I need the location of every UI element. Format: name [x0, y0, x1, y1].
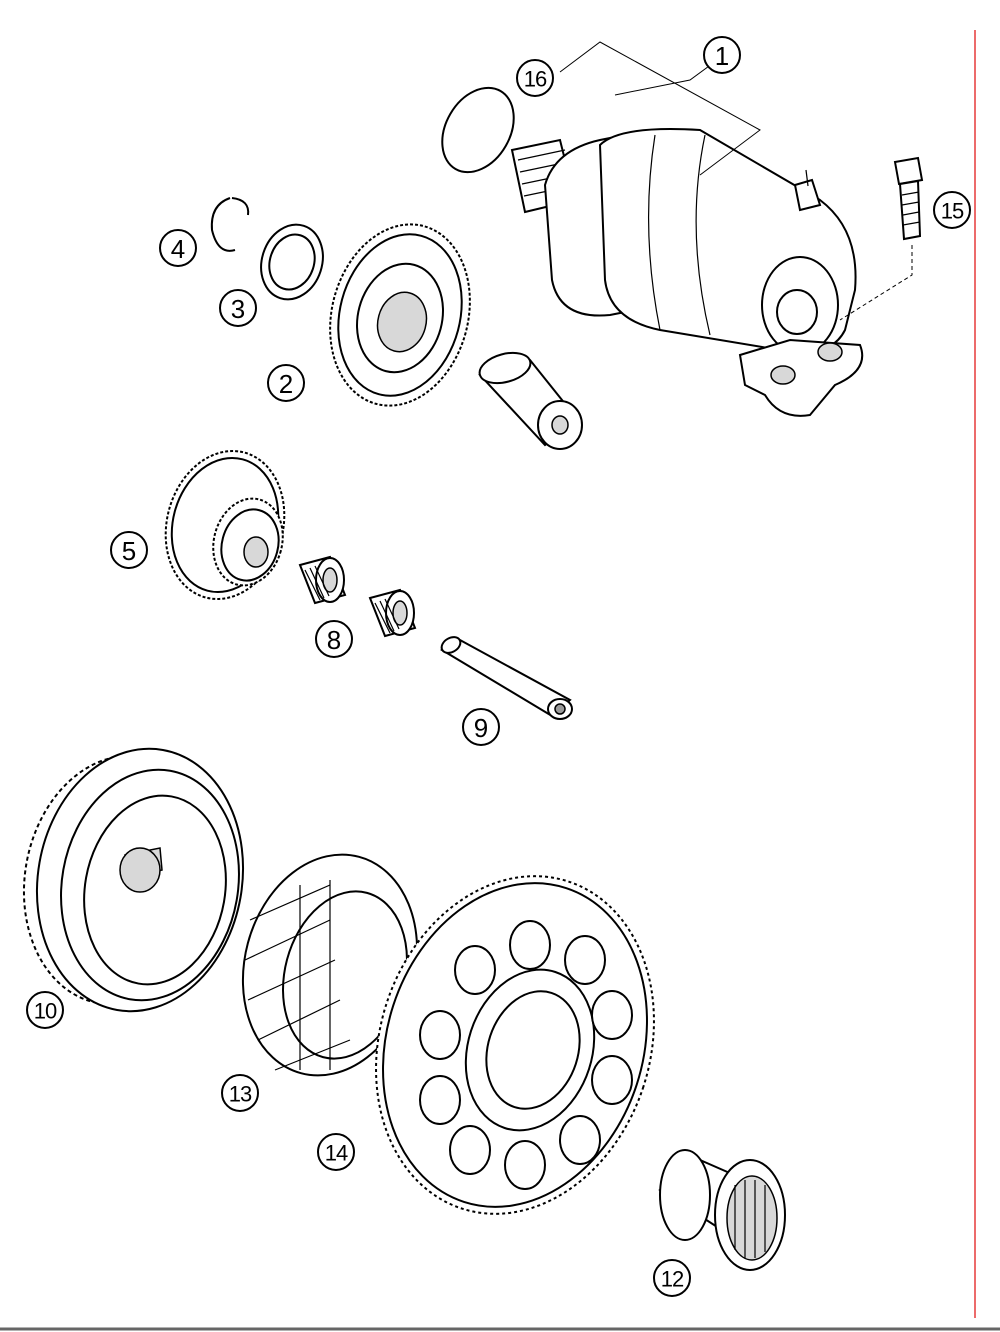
callout-1-label: 1 [715, 41, 729, 71]
callout-15: 15 [933, 191, 971, 229]
sleeve-part [478, 351, 583, 450]
callout-15-label: 15 [941, 199, 964, 224]
callout-16: 16 [516, 59, 554, 97]
callout-8: 8 [315, 620, 353, 658]
callout-4-label: 4 [171, 234, 185, 264]
callout-14: 14 [317, 1133, 355, 1171]
callout-3: 3 [219, 289, 257, 327]
double-gear-part [164, 450, 286, 600]
circlip-part [210, 197, 250, 252]
callout-1: 1 [703, 36, 741, 74]
callout-12-label: 12 [661, 1267, 684, 1292]
callout-2-label: 2 [279, 369, 293, 399]
o-ring-part [441, 86, 515, 174]
callout-2: 2 [267, 364, 305, 402]
callout-10: 10 [26, 991, 64, 1029]
washer-part [260, 223, 324, 301]
ring-gear-part [375, 875, 655, 1215]
callout-4: 4 [159, 229, 197, 267]
bolt-part [893, 156, 924, 241]
callout-9: 9 [462, 708, 500, 746]
callout-5-label: 5 [122, 536, 136, 566]
shaft-pin-part [440, 636, 573, 720]
callout-12: 12 [653, 1259, 691, 1297]
callout-10-label: 10 [34, 999, 57, 1024]
needle-bearing-part-a [298, 555, 347, 605]
callout-5: 5 [110, 531, 148, 569]
needle-bearing-part-b [368, 588, 417, 638]
flywheel-rotor-part [22, 747, 245, 1013]
callout-8-label: 8 [327, 625, 341, 655]
callout-9-label: 9 [474, 713, 488, 743]
callout-16-label: 16 [524, 67, 547, 92]
callout-13-label: 13 [229, 1082, 252, 1107]
callout-3-label: 3 [231, 294, 245, 324]
starter-motor-part [510, 128, 864, 417]
intermediate-gear-part [329, 223, 471, 407]
callout-14-label: 14 [325, 1141, 348, 1166]
callout-13: 13 [221, 1074, 259, 1112]
needle-bush-part [658, 1149, 786, 1271]
freewheel-ring-part [241, 853, 419, 1077]
